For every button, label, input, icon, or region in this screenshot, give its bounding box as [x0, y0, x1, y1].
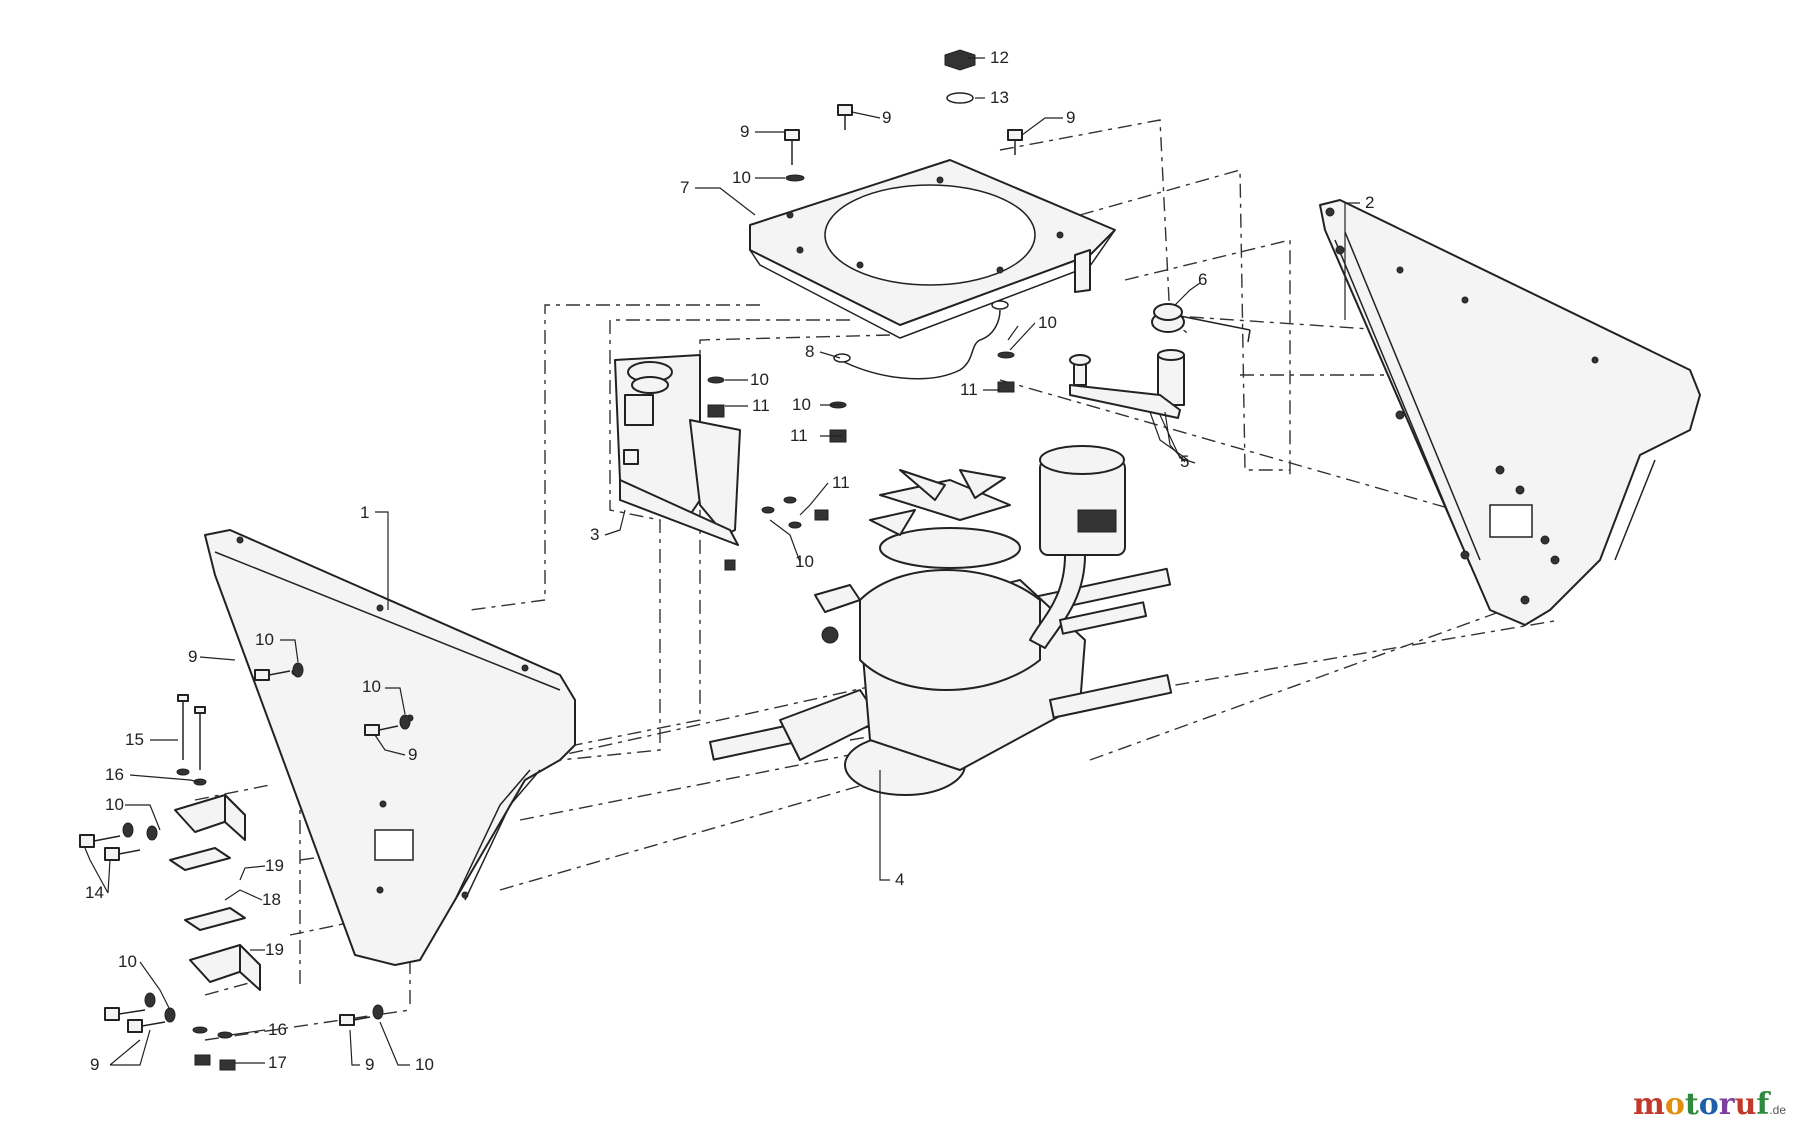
callout-13: 13 [990, 88, 1009, 107]
callout-11: 11 [752, 396, 770, 415]
callout-9: 9 [408, 745, 417, 764]
part-1-left-side-plate [204, 529, 576, 966]
callout-17: 17 [268, 1053, 287, 1072]
part-6-spring [1151, 303, 1251, 343]
leader-lines [84, 57, 1360, 1066]
logo-letter: t [1684, 1087, 1699, 1122]
logo-letter: f [1756, 1087, 1770, 1122]
callout-6: 6 [1198, 270, 1207, 289]
callout-10: 10 [792, 395, 811, 414]
callout-8: 8 [805, 342, 814, 361]
callout-19: 19 [265, 940, 284, 959]
part-2-right-side-plate [1319, 199, 1701, 626]
callout-3: 3 [590, 525, 599, 544]
logo-wordmark: motoruf [1633, 1087, 1769, 1122]
callout-9: 9 [740, 122, 749, 141]
logo-suffix: .de [1769, 1103, 1786, 1117]
callout-2: 2 [1365, 193, 1374, 212]
callout-15: 15 [125, 730, 144, 749]
logo-letter: r [1718, 1087, 1735, 1122]
part-8-wire-clip [839, 309, 1001, 380]
callout-14: 14 [85, 883, 104, 902]
logo-letter: m [1633, 1087, 1665, 1122]
callout-11: 11 [832, 473, 850, 492]
callout-11: 11 [960, 380, 978, 399]
callout-10: 10 [255, 630, 274, 649]
callout-10: 10 [732, 168, 751, 187]
parts-18-19-mount-brackets [169, 794, 261, 991]
callout-10: 10 [1038, 313, 1057, 332]
part-7-engine-plate [749, 159, 1116, 339]
callout-9: 9 [1066, 108, 1075, 127]
part-5-lever-arm [1069, 349, 1185, 419]
callout-10: 10 [105, 795, 124, 814]
callout-9: 9 [882, 108, 891, 127]
callout-5: 5 [1180, 452, 1189, 471]
callout-16: 16 [268, 1020, 287, 1039]
washer [833, 353, 851, 363]
callout-9: 9 [90, 1055, 99, 1074]
callout-1: 1 [360, 503, 369, 522]
callout-10: 10 [362, 677, 381, 696]
callout-10: 10 [795, 552, 814, 571]
callout-18: 18 [262, 890, 281, 909]
part-15-bolts [177, 694, 206, 770]
callout-9: 9 [365, 1055, 374, 1074]
logo-letter: u [1734, 1087, 1757, 1122]
callout-7: 7 [680, 178, 689, 197]
logo-letter: o [1664, 1087, 1685, 1122]
logo-letter: o [1698, 1087, 1719, 1122]
callout-4: 4 [895, 870, 904, 889]
washer [991, 300, 1009, 310]
callout-9: 9 [188, 647, 197, 666]
part-3-bracket [614, 354, 741, 546]
center-fasteners [707, 351, 1015, 571]
motoruf-logo: motoruf.de [1633, 1087, 1786, 1122]
plate-hardware [784, 49, 1023, 182]
callout-12: 12 [990, 48, 1009, 67]
callout-10: 10 [750, 370, 769, 389]
callout-10: 10 [118, 952, 137, 971]
part-4-transaxle [709, 445, 1173, 796]
callout-numbers: 1 2 3 4 5 6 7 8 9 9 9 9 9 9 9 10 10 10 1… [85, 48, 1374, 1074]
callout-16: 16 [105, 765, 124, 784]
callout-10: 10 [415, 1055, 434, 1074]
callout-19: 19 [265, 856, 284, 875]
callout-11: 11 [790, 426, 808, 445]
left-fasteners [79, 662, 411, 1071]
